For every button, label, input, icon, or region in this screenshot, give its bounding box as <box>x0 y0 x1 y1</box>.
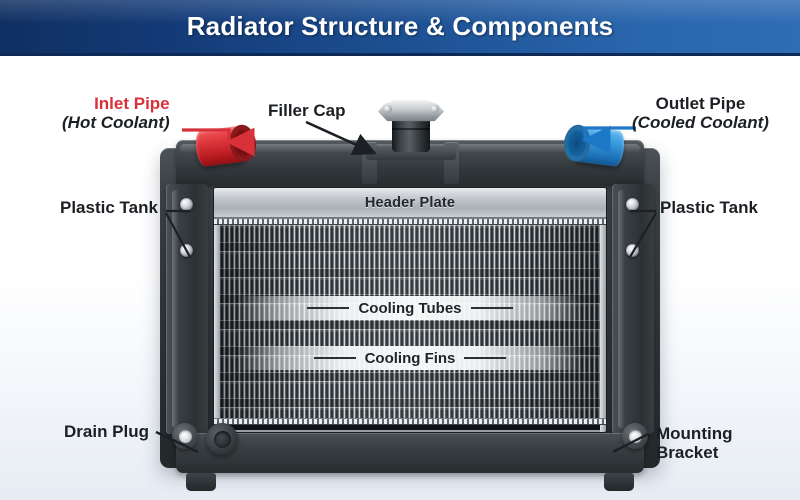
drain-plug <box>172 423 198 449</box>
title-bar: Radiator Structure & Components <box>0 0 800 56</box>
tank-bolt <box>626 244 639 257</box>
label-drain-plug-title: Drain Plug <box>64 422 150 441</box>
tank-bolt <box>180 198 193 211</box>
callout-dash-right <box>464 357 507 359</box>
plastic-tank-right <box>612 184 654 434</box>
label-outlet-pipe: Outlet Pipe (Cooled Coolant) <box>632 94 769 133</box>
tank-highlight <box>618 190 625 428</box>
cooling-fins-label: Cooling Fins <box>364 349 456 367</box>
label-plastic-tank-left: Plastic Tank <box>60 198 158 217</box>
label-mounting-bracket: Mounting Bracket <box>656 424 732 462</box>
callout-backplate <box>237 346 583 370</box>
filler-cap-neck <box>392 116 430 152</box>
mounting-bracket-left <box>206 423 238 455</box>
tube-openings-bottom <box>214 418 606 425</box>
filler-cap-seat <box>366 146 456 160</box>
inlet-pipe <box>193 119 259 171</box>
header-plate-label: Header Plate <box>364 194 456 211</box>
cooling-fins-texture <box>214 225 606 418</box>
mounting-bracket-hole <box>628 429 642 443</box>
label-drain-plug: Drain Plug <box>64 422 149 441</box>
radiator-illustration: Header Plate Cooling Tubes Cooling Fins <box>160 100 660 491</box>
core-side-rail <box>214 218 220 432</box>
page-title: Radiator Structure & Components <box>186 11 614 41</box>
label-inlet-pipe: Inlet Pipe (Hot Coolant) <box>62 94 170 133</box>
callout-dash-left <box>307 307 350 309</box>
outlet-pipe <box>561 119 626 171</box>
label-filler-cap: Filler Cap <box>268 101 345 120</box>
mounting-bracket-right <box>622 423 648 449</box>
label-plastic-tank-left-title: Plastic Tank <box>60 198 158 217</box>
filler-cap <box>378 100 444 152</box>
plastic-tank-left <box>166 184 208 434</box>
label-outlet-pipe-title: Outlet Pipe <box>655 94 746 113</box>
mounting-foot-left <box>186 473 216 491</box>
label-filler-cap-title: Filler Cap <box>268 101 346 120</box>
filler-cap-flange <box>378 100 444 122</box>
filler-cap-lug <box>430 105 439 113</box>
cooling-fins-callout: Cooling Fins <box>237 346 583 370</box>
tank-highlight <box>172 190 179 428</box>
cooling-tubes-callout: Cooling Tubes <box>237 296 583 320</box>
callout-dash-left <box>313 357 356 359</box>
label-mounting-bracket-line1: Mounting <box>656 424 733 443</box>
cooling-tubes-label: Cooling Tubes <box>358 299 462 317</box>
tank-bolt <box>180 244 193 257</box>
bottom-tank <box>176 433 644 473</box>
mounting-foot-right <box>604 473 634 491</box>
callout-backplate <box>237 296 583 320</box>
label-plastic-tank-right: Plastic Tank <box>660 198 758 217</box>
filler-cap-lug <box>383 105 392 113</box>
mounting-bracket-hole <box>213 430 231 448</box>
drain-plug-center <box>178 429 192 443</box>
label-mounting-bracket-line2: Bracket <box>656 443 719 463</box>
radiator-core: Header Plate Cooling Tubes Cooling Fins <box>214 188 606 432</box>
tube-openings-top <box>214 218 606 225</box>
tank-bolt <box>626 198 639 211</box>
label-inlet-pipe-title: Inlet Pipe <box>94 94 170 113</box>
core-side-rail <box>600 218 606 432</box>
label-outlet-pipe-subtitle: (Cooled Coolant) <box>632 113 769 133</box>
label-plastic-tank-right-title: Plastic Tank <box>660 198 758 217</box>
header-plate: Header Plate <box>214 188 606 218</box>
callout-dash-right <box>470 307 513 309</box>
label-inlet-pipe-subtitle: (Hot Coolant) <box>62 113 170 133</box>
